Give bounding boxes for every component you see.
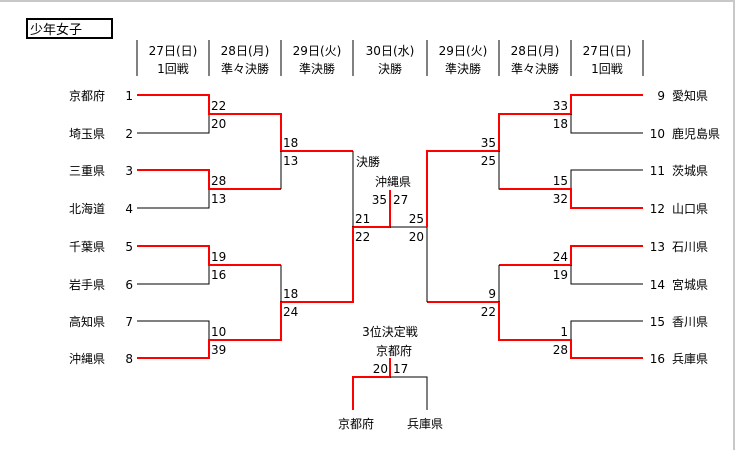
score: 13 — [283, 154, 298, 168]
third-place-winner: 京都府 — [376, 343, 412, 358]
team-name: 岩手県 — [69, 277, 105, 292]
team-seed: 1 — [125, 89, 133, 103]
final: 決勝 沖縄県 35 27 — [356, 154, 411, 207]
team-seed: 4 — [125, 202, 133, 216]
team-name: 兵庫県 — [672, 352, 708, 366]
team-name: 鹿児島県 — [672, 126, 720, 141]
score: 25 — [409, 212, 424, 226]
team-name: 北海道 — [69, 201, 105, 216]
score: 24 — [553, 250, 568, 264]
header-round: 準々決勝 — [511, 61, 559, 76]
final-label: 決勝 — [356, 154, 380, 169]
team-name: 千葉県 — [69, 240, 105, 254]
team-seed: 8 — [125, 352, 133, 366]
header-date: 29日(火) — [293, 44, 342, 58]
score: 24 — [283, 305, 298, 319]
header-round: 1回戦 — [591, 62, 623, 76]
score: 15 — [553, 174, 568, 188]
score: 16 — [211, 268, 226, 282]
header-date: 30日(水) — [366, 44, 415, 58]
header-round: 準決勝 — [445, 61, 481, 76]
team-name: 愛知県 — [672, 89, 708, 103]
third-place-label: 3位決定戦 — [362, 324, 418, 339]
team-seed: 13 — [650, 240, 665, 254]
team-seed: 9 — [657, 89, 665, 103]
third-place-team-left: 京都府 — [338, 416, 374, 431]
score: 18 — [283, 287, 298, 301]
team-seed: 11 — [650, 164, 665, 178]
score: 22 — [481, 305, 496, 319]
team-name: 茨城県 — [672, 164, 708, 178]
header-dividers — [136, 40, 644, 76]
team-name: 三重県 — [69, 164, 105, 178]
score: 10 — [211, 325, 226, 339]
header-round: 1回戦 — [157, 62, 189, 76]
header-round: 決勝 — [378, 61, 402, 76]
team-name: 石川県 — [672, 240, 708, 254]
team-name: 山口県 — [672, 202, 708, 216]
score: 20 — [211, 117, 226, 131]
left-bracket-lines — [137, 94, 427, 359]
team-seed: 3 — [125, 164, 133, 178]
team-name: 沖縄県 — [69, 351, 105, 366]
title-box — [26, 18, 113, 39]
score: 28 — [211, 174, 226, 188]
team-name: 高知県 — [69, 314, 105, 329]
header-date: 27日(日) — [149, 44, 198, 58]
score: 39 — [211, 343, 226, 357]
team-name: 香川県 — [672, 315, 708, 329]
team-name: 宮城県 — [672, 277, 708, 292]
score: 18 — [553, 117, 568, 131]
score: 13 — [211, 192, 226, 206]
team-seed: 2 — [125, 127, 133, 141]
score: 25 — [481, 154, 496, 168]
team-seed: 7 — [125, 315, 133, 329]
score: 22 — [355, 230, 370, 244]
score: 32 — [553, 192, 568, 206]
score: 1 — [560, 325, 568, 339]
score: 35 — [481, 136, 496, 150]
team-seed: 5 — [125, 240, 133, 254]
team-name: 京都府 — [69, 88, 105, 103]
header-date: 29日(火) — [439, 44, 488, 58]
score: 9 — [488, 287, 496, 301]
header-date: 28日(月) — [511, 44, 560, 58]
title: 少年女子 — [30, 22, 82, 38]
header-round: 準々決勝 — [221, 61, 269, 76]
score: 20 — [409, 230, 424, 244]
score: 18 — [283, 136, 298, 150]
final-score-right: 27 — [393, 193, 408, 207]
third-place: 3位決定戦 京都府 20 17 京都府 兵庫県 — [338, 324, 443, 431]
score: 33 — [553, 99, 568, 113]
header-date: 28日(月) — [221, 44, 270, 58]
team-seed: 6 — [125, 278, 133, 292]
third-place-team-right: 兵庫県 — [407, 417, 443, 431]
team-seed: 14 — [650, 278, 665, 292]
score: 21 — [355, 212, 370, 226]
team-seed: 16 — [650, 352, 665, 366]
left-teams: 京都府 1 埼玉県 2 三重県 3 北海道 4 千葉県 5 岩手県 6 高知県 7 沖縄県 8 — [69, 88, 133, 366]
header-round: 準決勝 — [299, 61, 335, 76]
third-place-score-right: 17 — [393, 362, 408, 376]
team-seed: 15 — [650, 315, 665, 329]
final-champion: 沖縄県 — [375, 174, 411, 189]
score: 22 — [211, 99, 226, 113]
score: 19 — [211, 250, 226, 264]
team-name: 埼玉県 — [69, 127, 105, 141]
header-date: 27日(日) — [583, 44, 632, 58]
score: 19 — [553, 268, 568, 282]
final-score-left: 35 — [372, 193, 387, 207]
team-seed: 10 — [650, 127, 665, 141]
left-scores: 22 20 28 13 19 16 10 39 18 13 18 24 21 22 — [211, 99, 370, 357]
third-place-score-left: 20 — [373, 362, 388, 376]
right-bracket-lines — [426, 94, 643, 359]
score: 28 — [553, 343, 568, 357]
team-seed: 12 — [650, 202, 665, 216]
right-teams: 9 愛知県 10 鹿児島県 11 茨城県 12 山口県 13 石川県 14 宮城県 15 香川… — [650, 89, 720, 366]
right-scores: 33 18 15 32 24 19 1 28 35 25 9 22 25 20 — [409, 99, 568, 357]
